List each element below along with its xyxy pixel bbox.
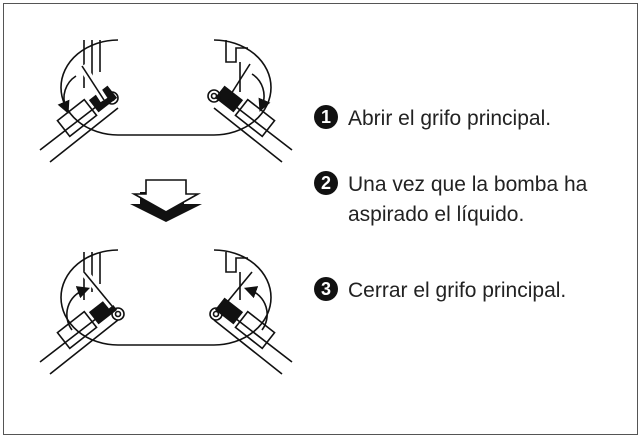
step-1-number: 1 (314, 105, 338, 129)
down-arrow-icon (130, 179, 202, 222)
step-2-number: 2 (314, 171, 338, 195)
valve-closed-illustration (39, 249, 293, 375)
rotation-arrow-icon (57, 75, 77, 114)
step-1-text: Abrir el grifo principal. (348, 107, 552, 130)
step-1: 1 Abrir el grifo principal. (314, 104, 618, 134)
step-2: 2 Una vez que la bomba ha aspirado el lí… (314, 170, 618, 230)
step-3-text: Cerrar el grifo principal. (348, 279, 567, 302)
diagram-frame (3, 3, 638, 435)
step-3-number: 3 (314, 277, 338, 301)
valve-open-illustration (39, 39, 293, 163)
step-2-text: Una vez que la bomba ha aspirado el líqu… (348, 173, 588, 226)
step-3: 3 Cerrar el grifo principal. (314, 276, 618, 306)
